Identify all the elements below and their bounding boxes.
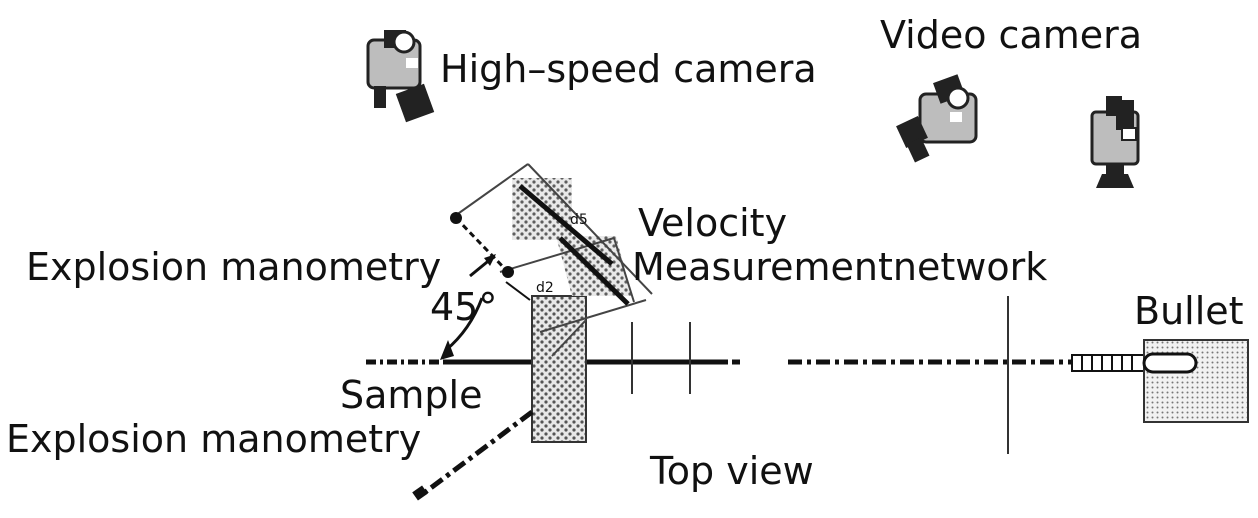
label-measurement-network: Measurementnetwork <box>632 245 1047 289</box>
label-d2: d2 <box>536 280 554 296</box>
bullet-launcher <box>1071 339 1249 423</box>
high-speed-camera-icon <box>366 30 435 123</box>
bullet-icon <box>1142 352 1198 374</box>
sample-block <box>531 295 587 443</box>
label-bullet: Bullet <box>1134 289 1244 333</box>
tripod-camera-icon <box>1090 96 1140 188</box>
label-d5: d5 <box>570 212 588 228</box>
velocity-measurement-lines <box>631 296 1009 454</box>
label-velocity: Velocity <box>638 201 787 245</box>
label-angle: 45° <box>430 285 497 329</box>
angled-measurement-lines <box>451 163 653 357</box>
video-camera-icon <box>896 74 978 163</box>
angle-indicator <box>440 297 484 360</box>
label-high-speed-camera: High–speed camera <box>440 47 817 91</box>
explosion-gauge-bottom <box>412 410 534 501</box>
label-video-camera: Video camera <box>880 13 1142 57</box>
explosion-gauge-top <box>450 212 531 301</box>
label-sample: Sample <box>340 373 482 417</box>
label-top-view: Top view <box>649 449 814 493</box>
label-explosion-manometry-bottom: Explosion manometry <box>6 417 421 461</box>
label-explosion-manometry-top: Explosion manometry <box>26 245 441 289</box>
angled-thick-lines <box>518 184 630 306</box>
